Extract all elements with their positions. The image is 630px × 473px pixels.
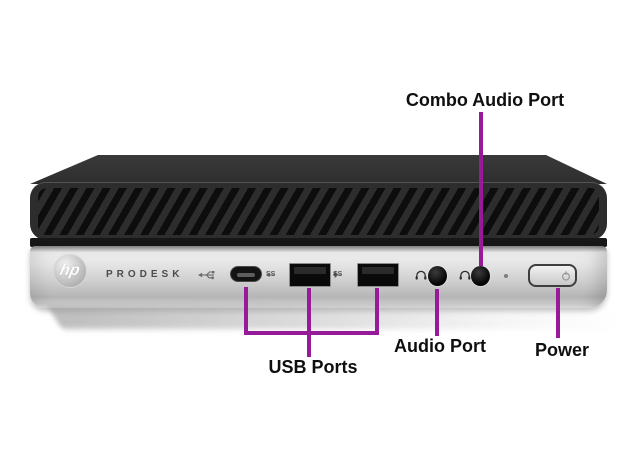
model-label: PRODESK: [106, 269, 184, 280]
usb-callout-line-usba2: [375, 288, 379, 335]
usb-callout-stem: [307, 288, 311, 357]
usb-a-port-1: [289, 263, 331, 287]
usb3-arrow-icon: [266, 272, 275, 277]
usb-callout-bracket: [244, 331, 379, 335]
usb-callout-line-usbc: [244, 287, 248, 335]
usb-a-tongue: [362, 267, 394, 274]
usb-ports-label: USB Ports: [268, 357, 358, 377]
power-button: [528, 264, 577, 287]
usb3-charging-badge: SS: [333, 270, 342, 279]
power-callout-line: [556, 288, 560, 338]
front-vent-grille: [30, 182, 607, 240]
hp-logo-text: hp: [58, 262, 82, 279]
hp-logo: hp: [53, 254, 87, 288]
vent-slats: [38, 188, 599, 235]
headphone-icon: [415, 270, 427, 280]
front-panel: hp PRODESK SS SS: [30, 246, 607, 308]
headset-icon: [459, 270, 471, 280]
chassis-lower-edge: [30, 238, 607, 247]
chassis-top-face: [30, 155, 607, 184]
device-shadow: [48, 307, 627, 329]
combo-audio-port-label: Combo Audio Port: [405, 90, 565, 110]
usb-c-port: [230, 266, 262, 282]
usb-a-tongue: [294, 267, 326, 274]
usb-icon: [198, 271, 215, 280]
usb3-superspeed-badge: SS: [266, 271, 275, 278]
usb-a-port-2: [357, 263, 399, 287]
power-label: Power: [534, 340, 590, 360]
audio-jack: [428, 266, 447, 286]
drive-activity-led: [504, 274, 508, 278]
charging-bolt-icon: [333, 270, 338, 279]
audio-port-label: Audio Port: [394, 336, 486, 356]
usb-c-slot: [237, 272, 255, 277]
combo-audio-jack: [471, 266, 490, 286]
audio-port-callout-line: [435, 289, 439, 336]
power-icon: [561, 271, 571, 281]
combo-audio-callout-line: [479, 112, 483, 266]
